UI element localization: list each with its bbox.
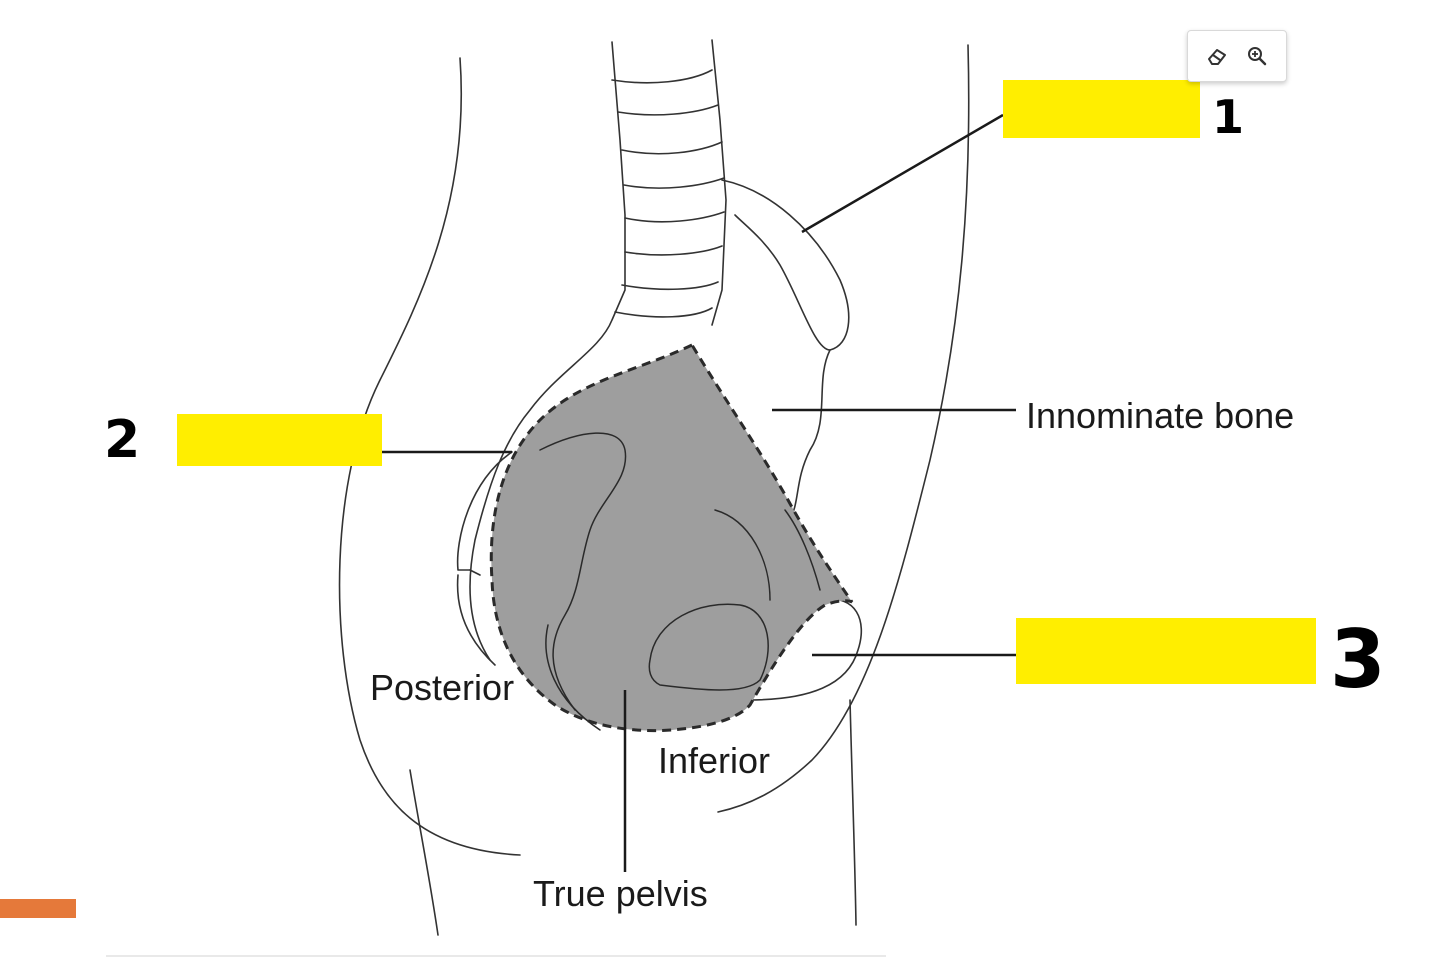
leader-line-1 (801, 113, 1004, 234)
marker-3: 3 (1330, 613, 1386, 706)
answer-box-3 (1016, 618, 1316, 684)
accent-bar (0, 899, 76, 918)
back-contour-lower (409, 769, 439, 936)
front-contour-lower (849, 699, 857, 926)
marker-1: 1 (1212, 90, 1245, 144)
true-pelvis-region (489, 343, 857, 733)
marker-2: 2 (104, 410, 141, 470)
bladder-outline (648, 603, 769, 691)
spine-outline-left (469, 41, 626, 661)
rectum-outline (539, 432, 627, 711)
zoom-in-icon (1248, 47, 1267, 66)
eraser-button[interactable] (1204, 43, 1230, 69)
bottom-divider (106, 955, 886, 957)
label-inferior: Inferior (658, 740, 771, 781)
vagina-outline (545, 624, 601, 731)
front-contour (717, 44, 970, 813)
eraser-icon (1208, 49, 1226, 65)
spine-outline-right (711, 39, 727, 326)
answer-box-1 (1003, 80, 1200, 138)
zoom-in-button[interactable] (1244, 43, 1270, 69)
back-contour (338, 57, 521, 856)
image-toolbar (1187, 30, 1287, 82)
answer-box-2 (177, 414, 382, 466)
label-innominate-bone: Innominate bone (1026, 395, 1295, 436)
uterus-outline (714, 509, 771, 601)
label-posterior: Posterior (370, 667, 515, 708)
sacrum-edge (456, 451, 513, 571)
iliac-crest (721, 179, 850, 351)
label-true-pelvis: True pelvis (533, 873, 708, 914)
